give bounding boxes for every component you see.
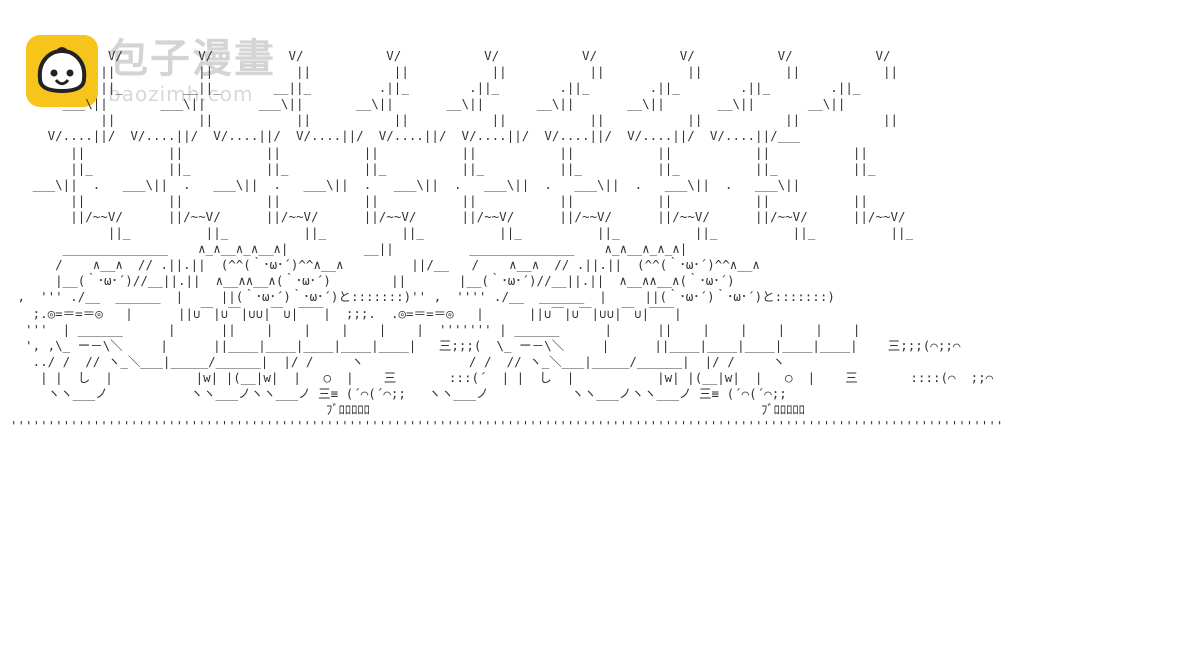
ascii-art-line: ''''''''''''''''''''''''''''''''''''''''…	[10, 418, 1004, 434]
ascii-art-line: ||_ ||_ ||_ ||_ ||_ ||_ ||_ ||_ ||_	[10, 225, 914, 241]
ascii-art-line: || || || || || || || || ||	[10, 64, 899, 80]
ascii-art-line: V/ V/ V/ V/ V/ V/ V/ V/ V/	[10, 48, 891, 63]
ascii-art-line: ______________ ∧_∧__∧_∧__∧| __|| _______…	[10, 241, 688, 257]
ascii-art-line: ヽヽ___ノ ヽヽ___ノヽヽ___ノ 三≡ (´⌒(´⌒;; ヽヽ___ノ ヽ…	[10, 385, 787, 401]
watermark-logo: 包子漫畫 baozimh.com	[26, 35, 276, 107]
site-url: baozimh.com	[108, 82, 254, 106]
ascii-art-line: ||_ __||_ __||_ .||_ .||_ .||_ .||_ .||_…	[10, 80, 861, 96]
ascii-art-line: |__(｀･ω･´)//__||.|| ∧__∧∧__∧(｀･ω･´) || |…	[10, 273, 735, 289]
ascii-art-line: ﾌﾞﾛﾛﾛﾛﾛ ﾌﾞﾛﾛﾛﾛﾛ	[10, 402, 805, 418]
ascii-art-line: || || || || || || || || ||	[10, 112, 899, 128]
ascii-art-line: ||_ ||_ ||_ ||_ ||_ ||_ ||_ ||_ ||_	[10, 160, 876, 176]
ascii-art-line: ||/~~V/ ||/~~V/ ||/~~V/ ||/~~V/ ||/~~V/ …	[10, 208, 906, 224]
site-name: 包子漫畫	[108, 36, 276, 82]
ascii-art-panel: V/ V/ V/ V/ V/ V/ V/ V/ V/ || || || || |…	[10, 48, 1003, 434]
ascii-art-line: || || || || || || || || ||	[10, 192, 868, 208]
ascii-art-line: / ∧__∧ // .||.|| (^^(｀･ω･´)^^∧__∧ ||/__ …	[10, 257, 760, 273]
ascii-art-line: ''' | ______ | || | | | | | ''''''' | __…	[10, 321, 861, 337]
ascii-art-line: ', ,\_ ー－\＼ | ||____|____|____|____|____…	[10, 337, 961, 353]
ascii-art-line: , ''' ./__ ______ | ||(｀･ω･´)｀･ω･´)と::::…	[10, 289, 835, 305]
ascii-art-line: ___\|| . ___\|| . ___\|| . ___\|| . ___\…	[10, 176, 801, 192]
ascii-art-line: || || || || || || || || ||	[10, 144, 868, 160]
ascii-art-line: | | し | |w| |(__|w| | ○ | 三 :::(´ | | し …	[10, 369, 994, 385]
ascii-art-line: V/....||/ V/....||/ V/....||/ V/....||/ …	[10, 128, 801, 144]
ascii-art-line: ../ / // ヽ_＼___|_____/______| |/ / ヽ / /…	[10, 353, 785, 369]
watermark-text: 包子漫畫 baozimh.com	[108, 35, 276, 105]
ascii-art-line: ___\|| ___\|| ___\|| __\|| __\|| __\|| _…	[10, 96, 846, 112]
ascii-art-line: ;.◎=＝=＝◎ | ||∪￣|∪￣|∪∪|￣∪|￣￣| ;;;. .◎=＝=＝…	[10, 305, 682, 321]
bun-face-icon	[26, 35, 98, 107]
